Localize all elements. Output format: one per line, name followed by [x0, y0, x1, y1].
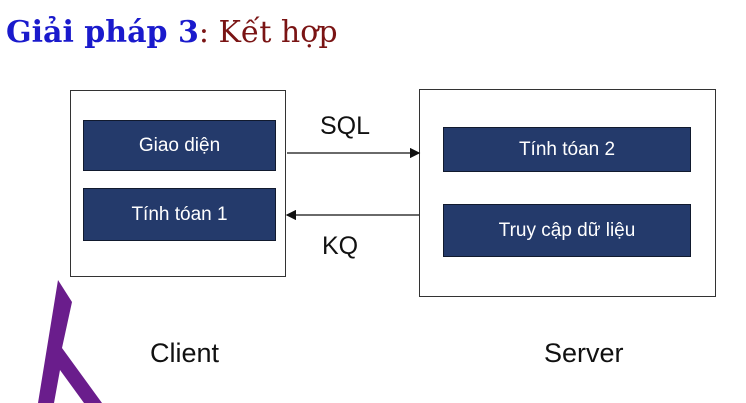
client-module-ui: Giao diện — [83, 120, 276, 171]
slide-title: Giải pháp 3: Kết hợp — [6, 14, 338, 52]
server-panel: Tính tóan 2 Truy cập dữ liệu — [419, 89, 716, 297]
client-panel: Giao diện Tính tóan 1 — [70, 90, 286, 277]
server-caption: Server — [544, 338, 624, 368]
logo-h-icon — [38, 280, 102, 403]
client-caption: Client — [150, 338, 220, 368]
server-module-data-access: Truy cập dữ liệu — [443, 204, 691, 257]
request-label: SQL — [320, 112, 371, 140]
client-module-compute: Tính tóan 1 — [83, 188, 276, 241]
server-module-compute: Tính tóan 2 — [443, 127, 691, 172]
response-label: KQ — [322, 232, 359, 260]
slide-title-rest: : Kết hợp — [198, 15, 338, 50]
slide-title-lead: Giải pháp 3 — [6, 15, 199, 50]
